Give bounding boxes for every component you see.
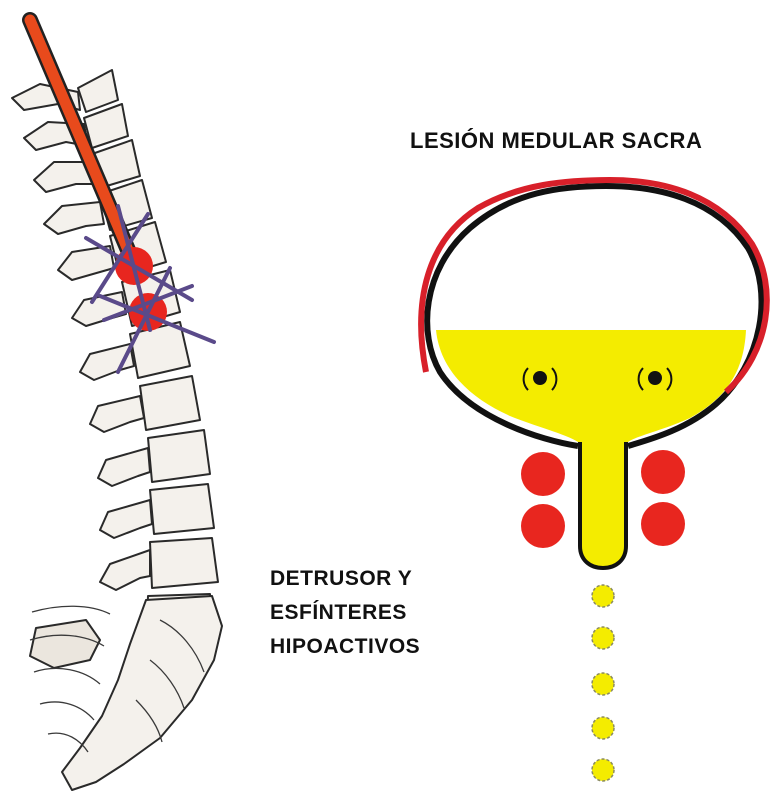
spine-illustration [12, 70, 222, 790]
sphincter-upper-right [641, 450, 685, 494]
urine-drop [592, 627, 614, 649]
urine-drop [592, 585, 614, 607]
sphincter-lower-right [641, 502, 685, 546]
coccyx [30, 620, 100, 668]
urethra-stem [580, 442, 626, 568]
urine-drop [592, 759, 614, 781]
bladder-urine [436, 330, 746, 442]
caption-line-1: DETRUSOR Y [270, 562, 420, 596]
bladder-diagram [421, 180, 767, 781]
urine-drops [592, 585, 614, 781]
diagram-title: LESIÓN MEDULAR SACRA [410, 128, 702, 154]
urine-drop [592, 673, 614, 695]
diagnosis-caption: DETRUSOR Y ESFÍNTERES HIPOACTIVOS [270, 562, 420, 664]
caption-line-3: HIPOACTIVOS [270, 630, 420, 664]
urine-drop [592, 717, 614, 739]
caption-line-2: ESFÍNTERES [270, 596, 420, 630]
sphincter-lower-left [521, 504, 565, 548]
sphincter-upper-left [521, 452, 565, 496]
